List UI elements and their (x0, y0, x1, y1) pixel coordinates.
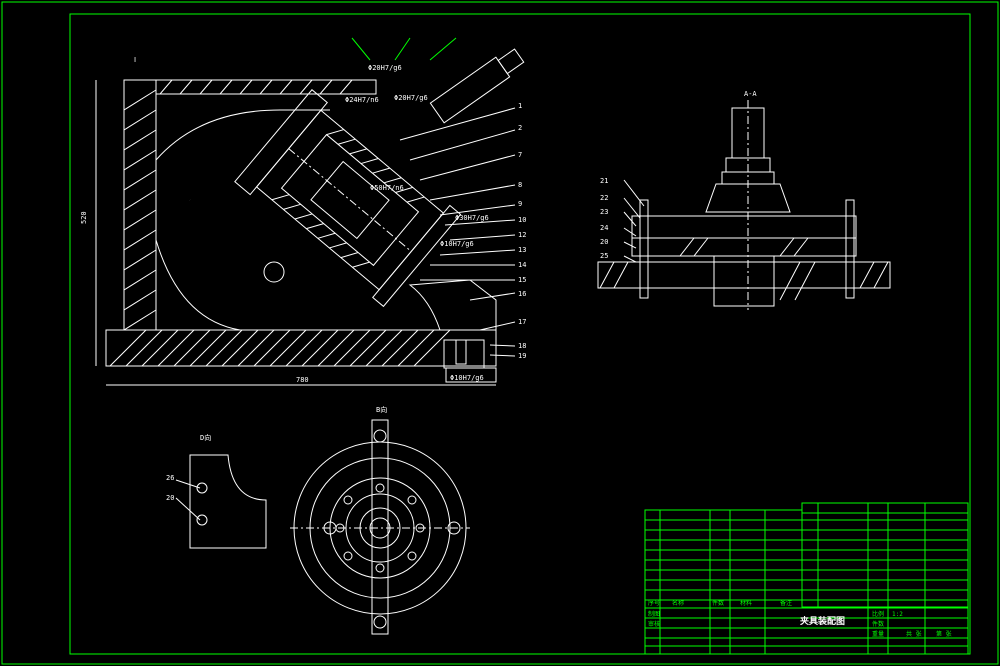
callout-13: 13 (518, 246, 526, 254)
callout-2: 2 (518, 124, 522, 132)
section-aa-label: A-A (744, 90, 757, 98)
header-no: 序号 (648, 599, 660, 607)
callout-15: 15 (518, 276, 526, 284)
view-b: B向 (290, 405, 470, 635)
callout-23: 23 (600, 208, 608, 216)
fit-label-3: Φ20H7/g6 (368, 64, 402, 72)
tb-checked: 审核 (648, 620, 660, 628)
fit-label-1: Φ24H7/n6 (345, 96, 379, 104)
callout-7: 7 (518, 151, 522, 159)
fit-label-bottom: Φ10H7/g6 (450, 374, 484, 382)
drawing-title: 夹具装配图 (800, 615, 845, 627)
callout-25: 25 (600, 252, 608, 260)
inner-frame (69, 13, 971, 655)
tb-weight: 重量 (872, 630, 884, 638)
dim-height: 520 (80, 211, 88, 224)
callout-16: 16 (518, 290, 526, 298)
header-remark: 备注 (780, 599, 792, 607)
tb-scale-value: 1:2 (892, 611, 903, 618)
view-b-label: B向 (376, 405, 387, 414)
callout-14: 14 (518, 261, 526, 269)
callout-17: 17 (518, 318, 526, 326)
callout-9: 9 (518, 200, 522, 208)
callout-22: 22 (600, 194, 608, 202)
tb-sheet-no: 第 张 (936, 630, 952, 638)
callout-20b: 20 (166, 494, 174, 502)
callout-1: 1 (518, 102, 522, 110)
fit-label-4: Φ50H7/n6 (370, 184, 404, 192)
callout-19: 19 (518, 352, 526, 360)
marker-label: Ⅰ (134, 56, 136, 64)
callout-18: 18 (518, 342, 526, 350)
view-d-label: D向 (200, 433, 211, 442)
callout-8: 8 (518, 181, 522, 189)
header-material: 材料 (740, 599, 752, 607)
main-section-view: 1 2 7 8 9 10 12 13 14 15 16 17 18 19 Φ24… (80, 37, 526, 386)
fit-label-2: Φ20H7/g6 (394, 94, 428, 102)
tb-qty: 件数 (872, 620, 884, 628)
tb-sheets: 共 张 (906, 630, 922, 638)
parts-list-table: 序号 名称 件数 材料 备注 夹具装配图 比例 1:2 件数 重量 共 张 第 … (644, 502, 969, 655)
tb-scale-label: 比例 (872, 610, 884, 618)
fit-label-6: Φ10H7/g6 (440, 240, 474, 248)
callout-24: 24 (600, 224, 608, 232)
callout-12: 12 (518, 231, 526, 239)
fit-label-5: Φ30H7/g6 (455, 214, 489, 222)
view-d: D向 26 20 (166, 433, 267, 549)
callout-20: 20 (600, 238, 608, 246)
dim-width: 780 (296, 376, 309, 384)
section-view-aa: A-A 21 22 23 24 20 25 (597, 90, 891, 310)
tb-drawn: 制图 (648, 610, 660, 618)
header-qty: 件数 (712, 599, 724, 607)
callout-21: 21 (600, 177, 608, 185)
callout-10: 10 (518, 216, 526, 224)
header-name: 名称 (672, 599, 684, 607)
callout-26: 26 (166, 474, 174, 482)
